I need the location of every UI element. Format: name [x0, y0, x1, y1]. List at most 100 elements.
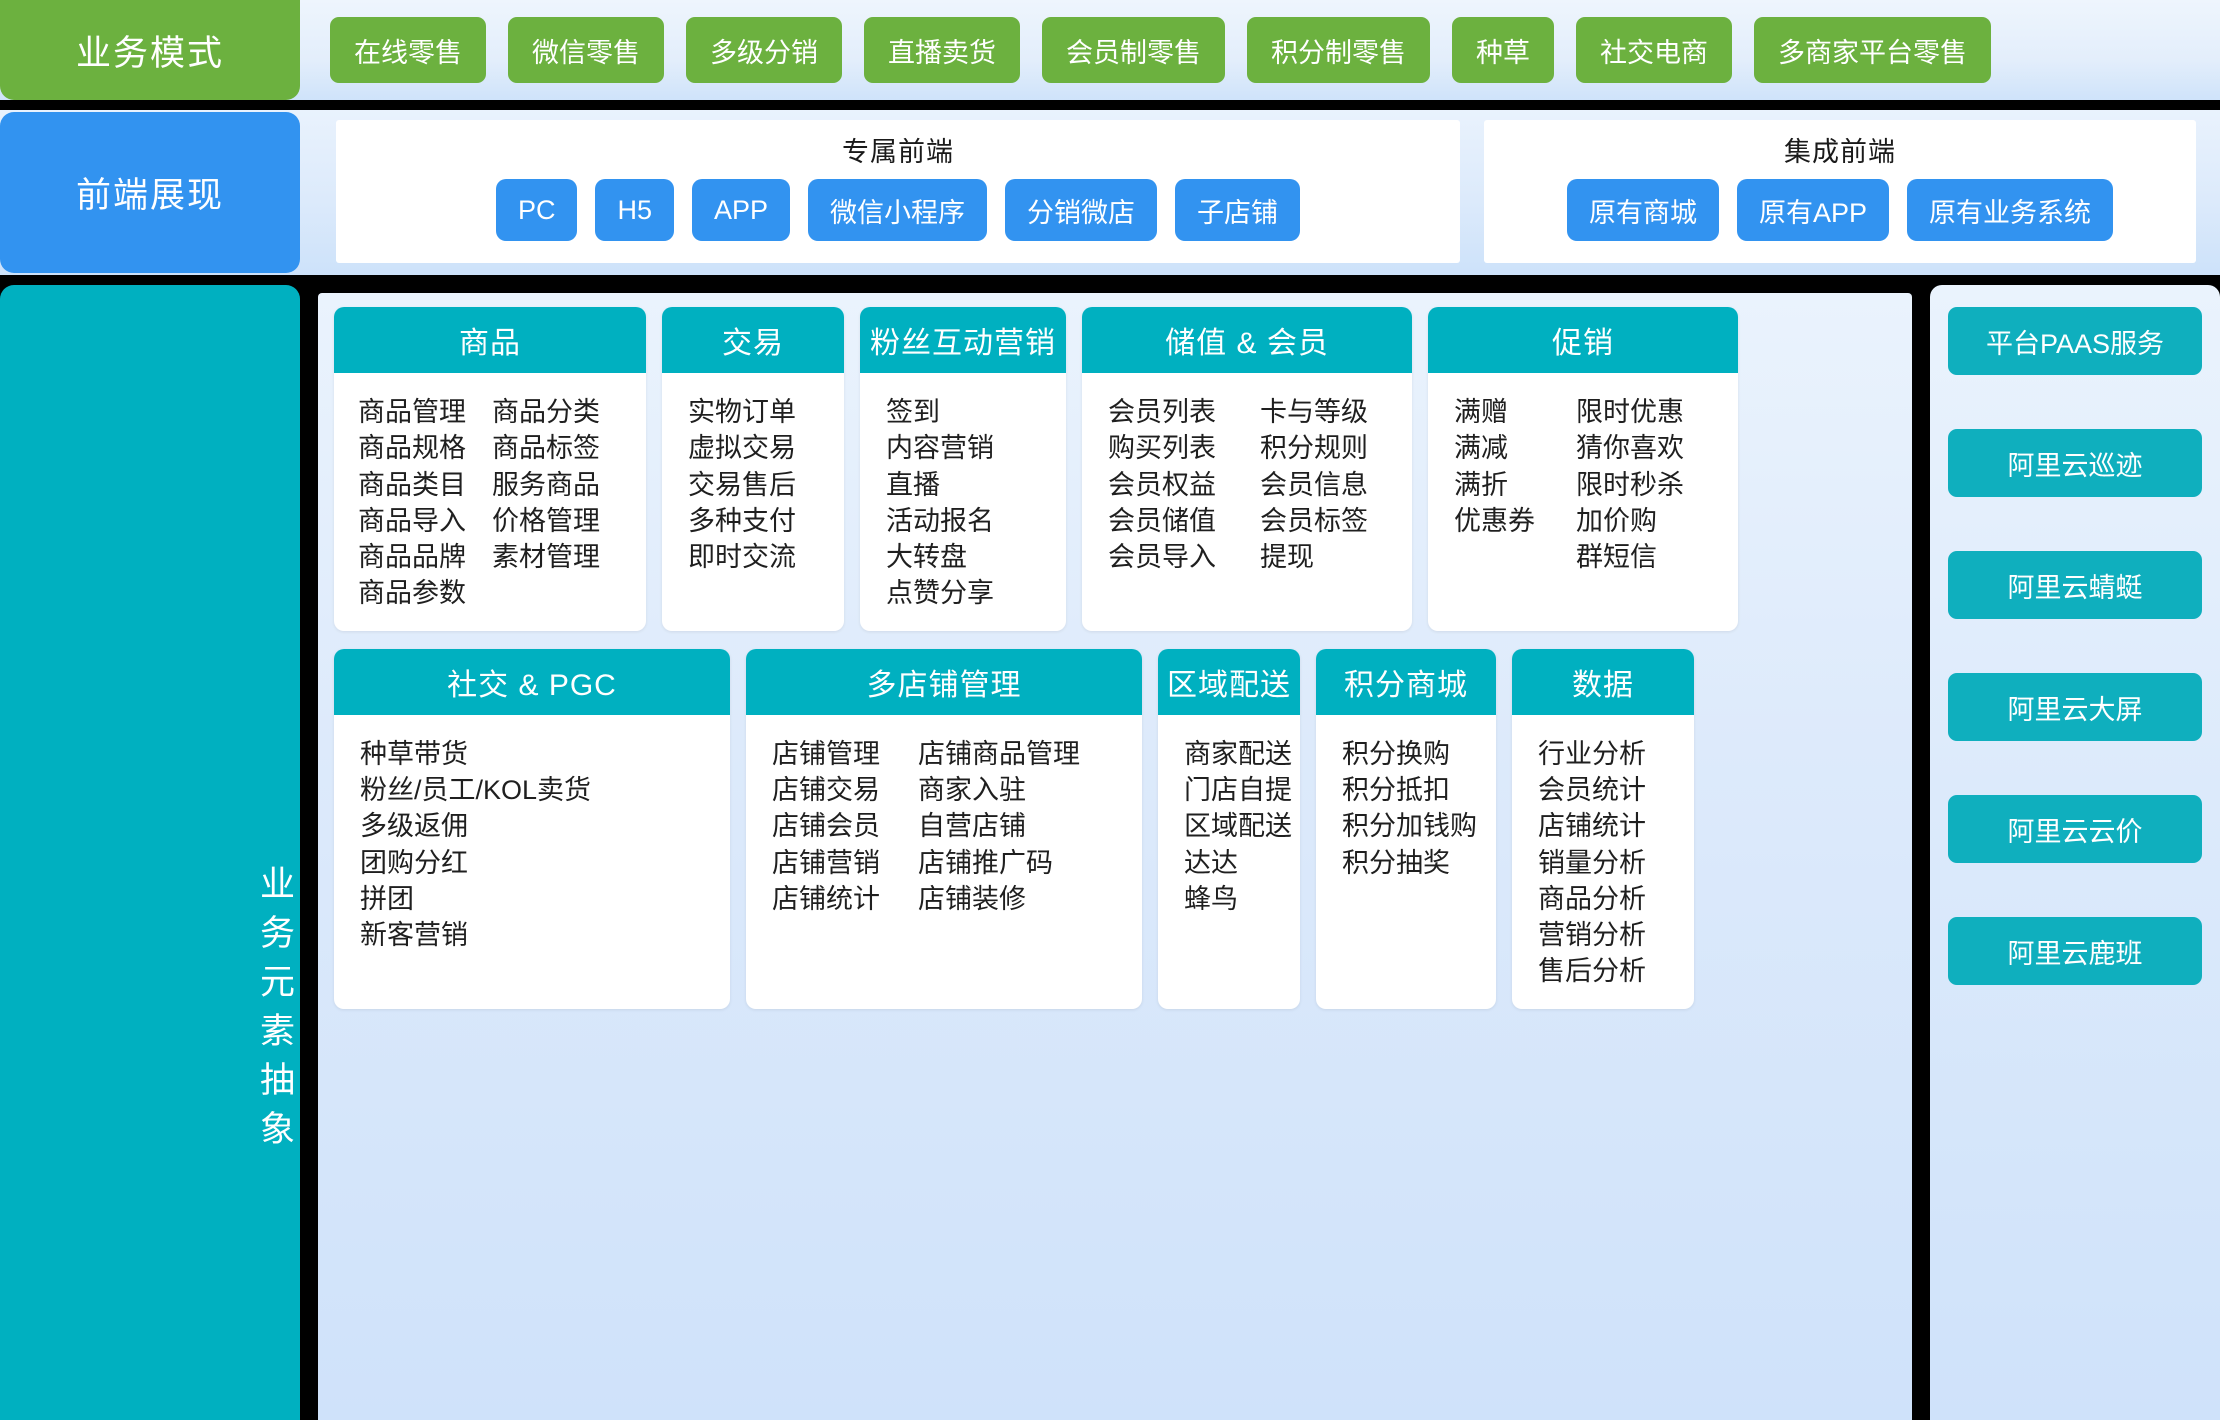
card-item[interactable]: 门店自提	[1184, 774, 1292, 805]
card-item[interactable]: 会员标签	[1260, 505, 1368, 536]
card-item[interactable]: 团购分红	[360, 847, 468, 878]
card-item[interactable]: 店铺商品管理	[918, 738, 1080, 769]
paas-item[interactable]: 平台PAAS服务	[1948, 307, 2202, 375]
card-item[interactable]: 店铺统计	[772, 883, 880, 914]
card-item[interactable]: 会员储值	[1108, 505, 1216, 536]
business-mode-row: 业务模式 在线零售 微信零售 多级分销 直播卖货 会员制零售 积分制零售 种草 …	[0, 0, 2220, 100]
card-item[interactable]: 积分抽奖	[1342, 847, 1450, 878]
card-item[interactable]: 活动报名	[886, 505, 994, 536]
card-item[interactable]: 价格管理	[492, 505, 600, 536]
card-item[interactable]: 签到	[886, 397, 940, 427]
card-item[interactable]: 多种支付	[688, 505, 796, 536]
card-item[interactable]: 商家配送	[1184, 738, 1292, 769]
frontend-chip[interactable]: H5	[595, 179, 674, 241]
card-item[interactable]: 店铺统计	[1538, 811, 1646, 842]
card-item[interactable]: 点赞分享	[886, 578, 994, 609]
card-item[interactable]: 店铺装修	[918, 883, 1026, 914]
frontend-panels: 专属前端 PC H5 APP 微信小程序 分销微店 子店铺 集成前端 原有商城 …	[300, 110, 2220, 275]
card-item[interactable]: 直播	[886, 469, 940, 500]
business-mode-chip[interactable]: 种草	[1452, 17, 1554, 83]
card-item[interactable]: 商品分析	[1538, 883, 1646, 914]
business-mode-chip[interactable]: 多级分销	[686, 17, 842, 83]
business-mode-chip[interactable]: 在线零售	[330, 17, 486, 83]
paas-item[interactable]: 阿里云鹿班	[1948, 917, 2202, 985]
frontend-chip[interactable]: 原有APP	[1736, 179, 1890, 241]
card-item[interactable]: 商品标签	[492, 433, 600, 464]
card-item[interactable]: 自营店铺	[918, 811, 1026, 842]
card-item[interactable]: 店铺管理	[772, 738, 880, 769]
card-item[interactable]: 售后分析	[1538, 956, 1646, 987]
card-item[interactable]: 行业分析	[1538, 738, 1646, 769]
card-item[interactable]: 蜂鸟	[1184, 883, 1238, 914]
business-mode-chip[interactable]: 积分制零售	[1247, 17, 1430, 83]
card-item[interactable]: 满折	[1454, 469, 1508, 500]
card-item[interactable]: 会员信息	[1260, 469, 1368, 500]
card-item[interactable]: 内容营销	[886, 433, 994, 464]
card-item[interactable]: 群短信	[1576, 542, 1657, 573]
business-mode-chip[interactable]: 直播卖货	[864, 17, 1020, 83]
card-item[interactable]: 销量分析	[1538, 847, 1646, 878]
card-item[interactable]: 多级返佣	[360, 811, 468, 842]
business-mode-chip[interactable]: 微信零售	[508, 17, 664, 83]
card-item[interactable]: 商品参数	[358, 578, 466, 609]
card-item[interactable]: 猜你喜欢	[1576, 433, 1684, 464]
card-item[interactable]: 满减	[1454, 433, 1508, 464]
card-item[interactable]: 商品导入	[358, 505, 466, 536]
card-item[interactable]: 粉丝/员工/KOL卖货	[360, 774, 592, 805]
frontend-chip[interactable]: APP	[692, 179, 791, 241]
card-title: 储值 & 会员	[1082, 307, 1412, 373]
card-item[interactable]: 营销分析	[1538, 920, 1646, 951]
card-item[interactable]: 拼团	[360, 883, 414, 914]
card-item[interactable]: 会员统计	[1538, 774, 1646, 805]
paas-item[interactable]: 阿里云蜻蜓	[1948, 551, 2202, 619]
card-item[interactable]: 商品规格	[358, 433, 466, 464]
card-item[interactable]: 店铺营销	[772, 847, 880, 878]
card-item[interactable]: 交易售后	[688, 469, 796, 500]
frontend-chip[interactable]: 分销微店	[1005, 179, 1158, 241]
card-item[interactable]: 商品类目	[358, 469, 466, 500]
business-mode-chip[interactable]: 社交电商	[1576, 17, 1732, 83]
card-item[interactable]: 满赠	[1454, 397, 1508, 427]
card-item[interactable]: 商品品牌	[358, 542, 466, 573]
card-item[interactable]: 积分加钱购	[1342, 811, 1477, 842]
frontend-chip[interactable]: 原有商城	[1566, 179, 1719, 241]
card-item[interactable]: 积分换购	[1342, 738, 1450, 769]
card-item[interactable]: 大转盘	[886, 542, 967, 573]
card-item[interactable]: 新客营销	[360, 920, 468, 951]
card-item[interactable]: 店铺推广码	[918, 847, 1053, 878]
card-item[interactable]: 会员权益	[1108, 469, 1216, 500]
card-item[interactable]: 区域配送	[1184, 811, 1292, 842]
card-item[interactable]: 商品分类	[492, 397, 600, 427]
paas-item[interactable]: 阿里云大屏	[1948, 673, 2202, 741]
paas-item[interactable]: 阿里云云价	[1948, 795, 2202, 863]
card-item[interactable]: 即时交流	[688, 542, 796, 573]
card-item[interactable]: 服务商品	[492, 469, 600, 500]
paas-item[interactable]: 阿里云巡迹	[1948, 429, 2202, 497]
frontend-chip[interactable]: 微信小程序	[808, 179, 988, 241]
card-item[interactable]: 会员列表	[1108, 397, 1216, 427]
card-item[interactable]: 优惠券	[1454, 505, 1535, 536]
card-item[interactable]: 加价购	[1576, 505, 1657, 536]
card-item[interactable]: 达达	[1184, 847, 1238, 878]
business-mode-chip[interactable]: 多商家平台零售	[1754, 17, 1991, 83]
card-item[interactable]: 虚拟交易	[688, 433, 796, 464]
card-item[interactable]: 卡与等级	[1260, 397, 1368, 427]
card-item[interactable]: 商家入驻	[918, 774, 1026, 805]
frontend-chip[interactable]: PC	[495, 179, 578, 241]
frontend-chip[interactable]: 原有业务系统	[1907, 179, 2114, 241]
card-item[interactable]: 店铺会员	[772, 811, 880, 842]
card-item[interactable]: 种草带货	[360, 738, 468, 769]
card-item[interactable]: 积分抵扣	[1342, 774, 1450, 805]
card-item[interactable]: 提现	[1260, 542, 1314, 573]
card-item[interactable]: 限时优惠	[1576, 397, 1684, 427]
card-item[interactable]: 素材管理	[492, 542, 600, 573]
card-item[interactable]: 购买列表	[1108, 433, 1216, 464]
card-item[interactable]: 限时秒杀	[1576, 469, 1684, 500]
card-item[interactable]: 商品管理	[358, 397, 466, 427]
card-item[interactable]: 实物订单	[688, 397, 796, 427]
business-mode-chip[interactable]: 会员制零售	[1042, 17, 1225, 83]
card-item[interactable]: 积分规则	[1260, 433, 1368, 464]
card-item[interactable]: 店铺交易	[772, 774, 880, 805]
card-item[interactable]: 会员导入	[1108, 542, 1216, 573]
frontend-chip[interactable]: 子店铺	[1175, 179, 1301, 241]
